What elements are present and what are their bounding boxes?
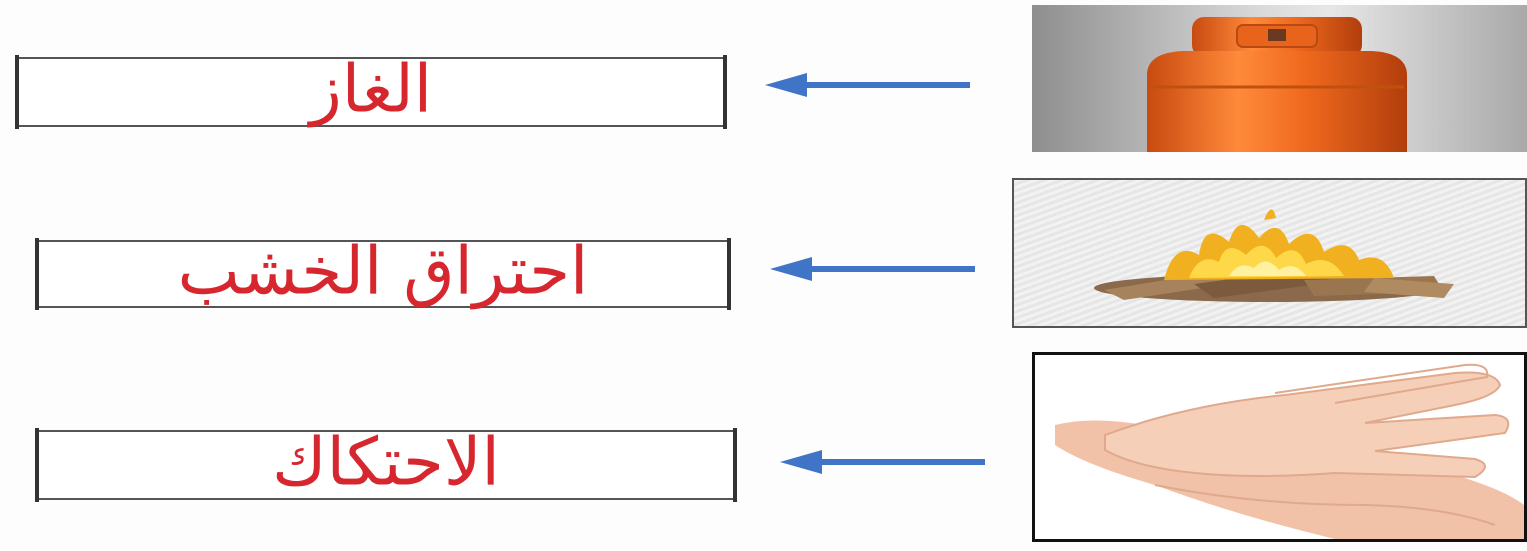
answer-text-friction: الاحتكاك	[272, 423, 500, 501]
left-arrow-icon	[780, 450, 985, 474]
gas-cylinder-image	[1032, 5, 1527, 152]
rubbing-hands-image	[1032, 352, 1527, 542]
answer-text-gas: الغاز	[309, 50, 433, 128]
hands-illustration	[1055, 363, 1524, 539]
left-arrow-icon	[770, 257, 975, 281]
left-arrow-icon	[765, 73, 970, 97]
burning-wood-image	[1012, 178, 1527, 328]
gas-cylinder-illustration	[1147, 17, 1407, 152]
answer-text-burning-wood: احتراق الخشب	[177, 232, 589, 310]
answer-box-burning-wood: احتراق الخشب	[35, 232, 731, 310]
answer-box-gas: الغاز	[15, 50, 727, 129]
answer-box-friction: الاحتكاك	[35, 423, 737, 502]
campfire-illustration	[1094, 209, 1454, 302]
